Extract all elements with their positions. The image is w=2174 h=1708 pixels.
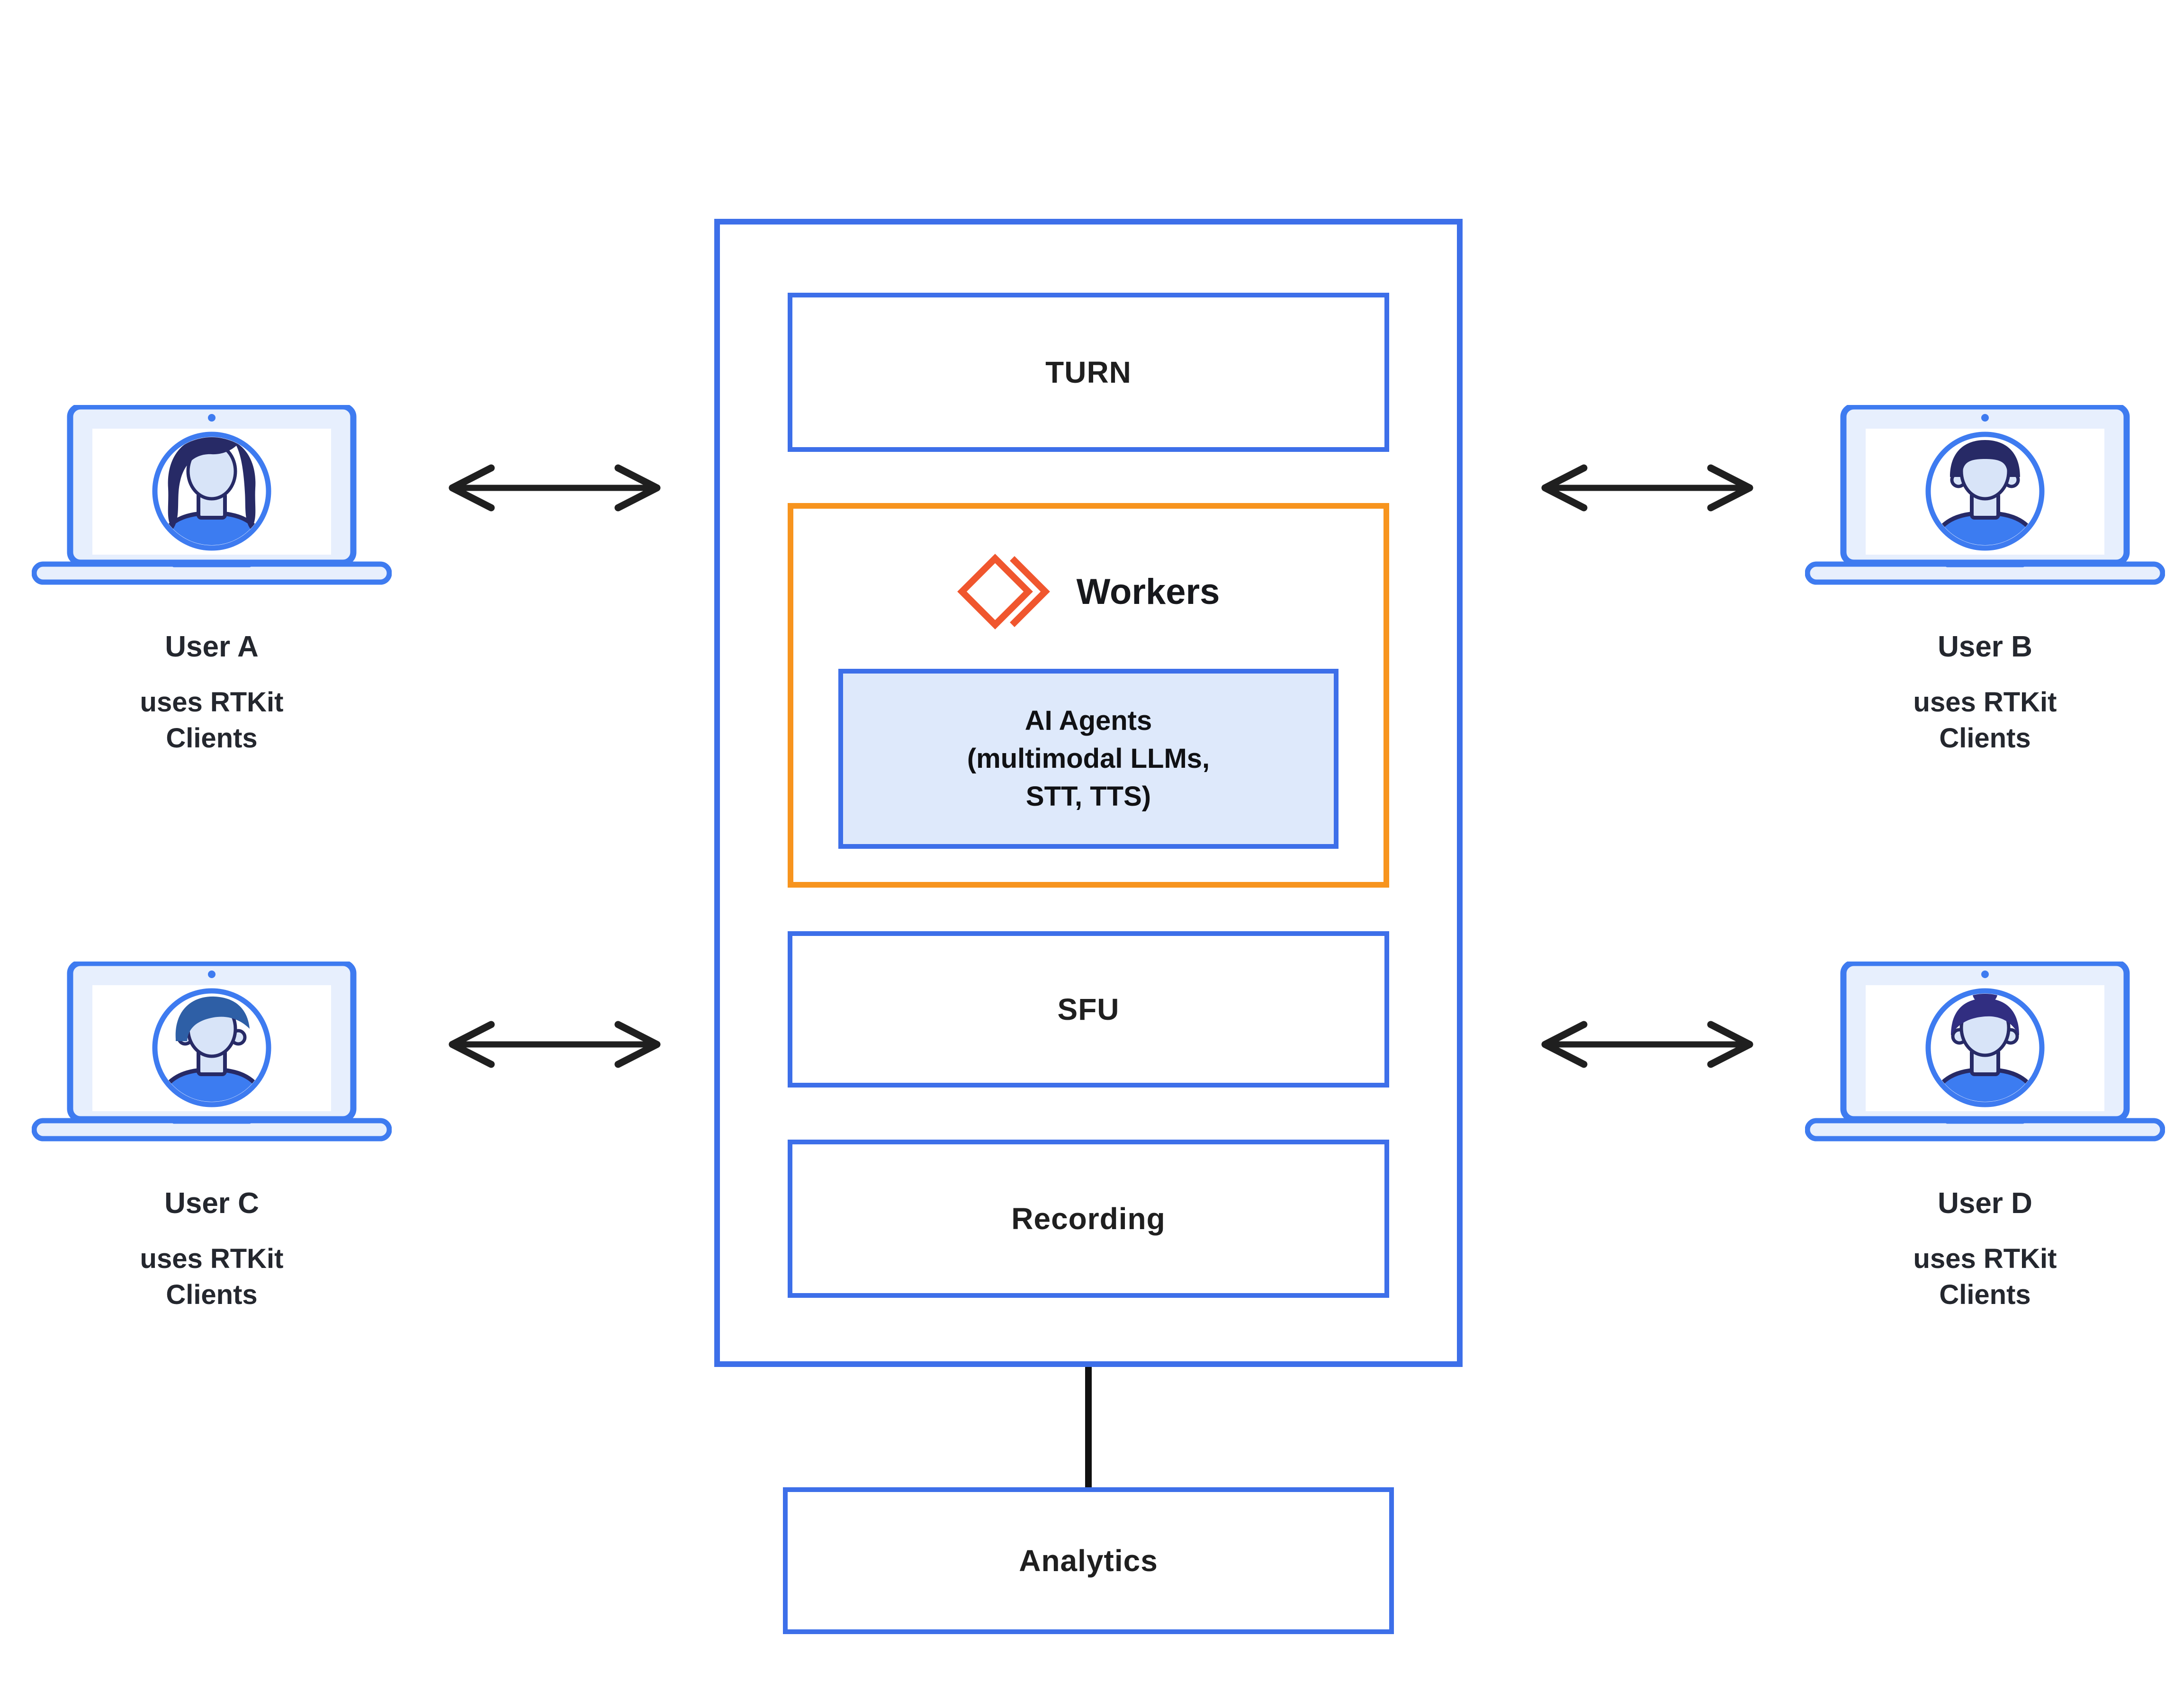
- analytics-label: Analytics: [1019, 1544, 1158, 1578]
- user-d-caption-line-2: Clients: [1939, 1279, 2031, 1310]
- bidirectional-arrow-icon: [1541, 1021, 1753, 1068]
- user-c-caption-line-2: Clients: [166, 1279, 258, 1310]
- user-a-caption: uses RTKit Clients: [32, 684, 392, 756]
- ai-agents-line-2: (multimodal LLMs,: [967, 743, 1210, 774]
- user-c-caption-line-1: uses RTKit: [140, 1243, 284, 1274]
- recording-box: Recording: [788, 1140, 1389, 1298]
- sfu-label: SFU: [1057, 992, 1120, 1026]
- user-c-caption: uses RTKit Clients: [32, 1241, 392, 1313]
- bidirectional-arrow-icon: [1541, 464, 1753, 512]
- recording-label: Recording: [1011, 1202, 1166, 1236]
- laptop-icon: [1805, 962, 2165, 1142]
- laptop-icon: [32, 962, 392, 1142]
- turn-box: TURN: [788, 293, 1389, 452]
- sfu-box: SFU: [788, 931, 1389, 1088]
- user-b-caption-line-2: Clients: [1939, 723, 2031, 754]
- ai-agents-line-3: STT, TTS): [1025, 781, 1151, 812]
- analytics-connector-line: [1085, 1367, 1092, 1487]
- workers-header: Workers: [793, 542, 1383, 641]
- user-c-name: User C: [164, 1187, 259, 1220]
- user-a-caption-line-1: uses RTKit: [140, 687, 284, 718]
- bidirectional-arrow-icon: [449, 464, 661, 512]
- user-b-caption-line-1: uses RTKit: [1913, 687, 2057, 718]
- user-b-name: User B: [1938, 630, 2032, 663]
- ai-agents-line-1: AI Agents: [1024, 705, 1152, 736]
- user-d-name: User D: [1938, 1187, 2032, 1220]
- workers-logo-icon: [957, 554, 1052, 629]
- analytics-box: Analytics: [783, 1487, 1394, 1634]
- user-d-caption-line-1: uses RTKit: [1913, 1243, 2057, 1274]
- ai-agents-box: AI Agents (multimodal LLMs, STT, TTS): [838, 669, 1339, 849]
- bidirectional-arrow-icon: [449, 1021, 661, 1068]
- user-b-caption: uses RTKit Clients: [1805, 684, 2165, 756]
- user-d-caption: uses RTKit Clients: [1805, 1241, 2165, 1313]
- turn-label: TURN: [1045, 355, 1132, 389]
- laptop-icon: [32, 405, 392, 585]
- workers-label: Workers: [1076, 571, 1220, 612]
- user-a-name: User A: [165, 630, 259, 663]
- laptop-icon: [1805, 405, 2165, 585]
- user-a-caption-line-2: Clients: [166, 723, 258, 754]
